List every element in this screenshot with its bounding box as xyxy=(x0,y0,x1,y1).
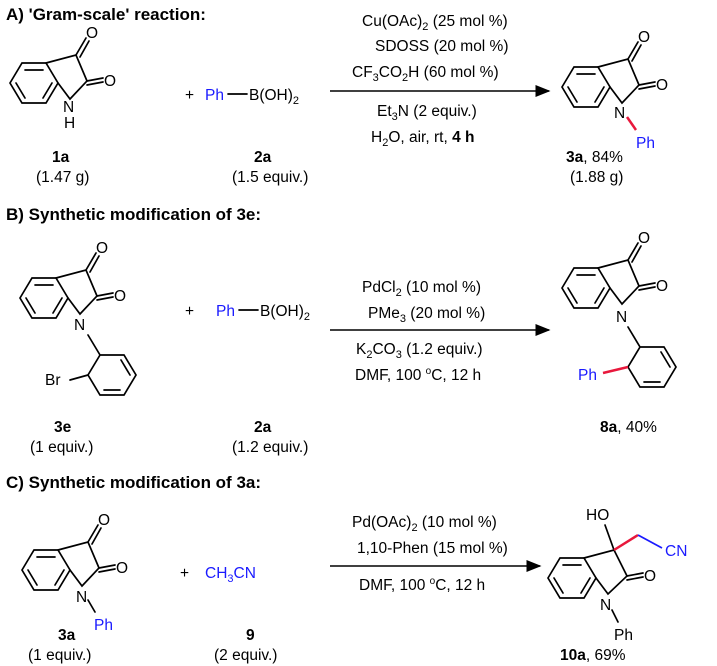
phenyl-text: Ph xyxy=(636,135,655,152)
phenyl-text: Ph xyxy=(205,87,224,104)
cond-c-1: Pd(OAc)2 (10 mol %) xyxy=(352,514,497,534)
conditions-a: Cu(OAc)2 (25 mol %) SDOSS (20 mol %) CF3… xyxy=(352,13,509,149)
atom-o-1: O xyxy=(96,240,108,257)
section-a: A) 'Gram-scale' reaction: O O N H 1a (1.… xyxy=(6,5,668,186)
atom-n: N xyxy=(76,589,87,606)
atom-o-2: O xyxy=(644,568,656,585)
label-2a: 2a xyxy=(254,149,272,166)
boronic-acid: B(OH)2 xyxy=(260,303,310,323)
atom-o-2: O xyxy=(104,73,116,90)
cond-b-2: PMe3 (20 mol %) xyxy=(368,305,485,325)
atom-n: N xyxy=(614,105,625,122)
amount-2a: (1.2 equiv.) xyxy=(232,439,308,456)
amount-2a: (1.5 equiv.) xyxy=(232,169,308,186)
isatin-3a-structure: O O N Ph xyxy=(21,512,128,634)
amount-3e: (1 equiv.) xyxy=(30,439,93,456)
amount-3a: (1 equiv.) xyxy=(28,647,91,664)
atom-br: Br xyxy=(45,372,61,389)
isatin-1a-structure: O O N H xyxy=(9,25,116,132)
plus-sign: + xyxy=(180,565,189,582)
new-bond-highlight xyxy=(602,365,629,375)
cond-c-2: 1,10-Phen (15 mol %) xyxy=(357,540,508,557)
hydroxyl: HO xyxy=(586,507,609,524)
atom-h: H xyxy=(64,115,75,132)
cond-a-1: Cu(OAc)2 (25 mol %) xyxy=(362,13,508,33)
section-c-title: C) Synthetic modification of 3a: xyxy=(6,473,261,492)
cond-a-4: Et3N (2 equiv.) xyxy=(377,103,477,123)
cond-b-1: PdCl2 (10 mol %) xyxy=(362,279,481,299)
atom-n: N xyxy=(74,317,85,334)
atom-n: N xyxy=(616,309,627,326)
cond-a-5: H2O, air, rt, 4 h xyxy=(371,129,474,149)
conditions-c: Pd(OAc)2 (10 mol %) 1,10-Phen (15 mol %)… xyxy=(352,514,508,594)
atom-o-1: O xyxy=(98,512,110,529)
atom-o-2: O xyxy=(114,288,126,305)
product-3a-label: 3a, 84% xyxy=(566,149,623,166)
label-3a: 3a xyxy=(58,627,76,644)
isatin-3e-structure: O O N Br xyxy=(19,240,137,396)
atom-o-1: O xyxy=(638,230,650,247)
label-1a: 1a xyxy=(52,149,70,166)
phenyl-text: Ph xyxy=(94,617,113,634)
conditions-b: PdCl2 (10 mol %) PMe3 (20 mol %) K2CO3 (… xyxy=(355,279,485,384)
cond-b-3: K2CO3 (1.2 equiv.) xyxy=(356,341,483,361)
cond-c-3: DMF, 100 oC, 12 h xyxy=(359,576,485,594)
product-8a-label: 8a, 40% xyxy=(600,419,657,436)
atom-n: N xyxy=(63,99,74,116)
label-2a: 2a xyxy=(254,419,272,436)
plus-sign: + xyxy=(185,303,194,320)
atom-o-2: O xyxy=(116,560,128,577)
amount-9: (2 equiv.) xyxy=(214,647,277,664)
phenyl-text: Ph xyxy=(578,367,597,384)
phenyl-text: Ph xyxy=(614,627,633,644)
cond-a-3: CF3CO2H (60 mol %) xyxy=(352,64,499,84)
plus-sign: + xyxy=(185,87,194,104)
label-9: 9 xyxy=(246,627,255,644)
product-10a-structure: O N Ph HO CN xyxy=(547,507,687,644)
section-a-title: A) 'Gram-scale' reaction: xyxy=(6,5,206,24)
atom-o-1: O xyxy=(638,29,650,46)
cond-a-2: SDOSS (20 mol %) xyxy=(375,38,509,55)
section-b: B) Synthetic modification of 3e: O O N B… xyxy=(6,205,677,456)
boronic-acid: B(OH)2 xyxy=(249,87,299,107)
section-c: C) Synthetic modification of 3a: O O N P… xyxy=(6,473,687,664)
nitrile: CN xyxy=(665,543,687,560)
atom-o-1: O xyxy=(86,25,98,42)
amount-3a: (1.88 g) xyxy=(570,169,623,186)
new-bond-highlight xyxy=(625,116,638,131)
product-3a-structure: O O N Ph xyxy=(561,29,668,152)
label-3e: 3e xyxy=(54,419,72,436)
phenyl-text: Ph xyxy=(216,303,235,320)
amount-1a: (1.47 g) xyxy=(36,169,89,186)
atom-o-2: O xyxy=(656,77,668,94)
atom-n: N xyxy=(600,597,611,614)
product-10a-label: 10a, 69% xyxy=(560,647,626,664)
acetonitrile: CH3CN xyxy=(205,565,256,585)
atom-o-2: O xyxy=(656,278,668,295)
cond-b-4: DMF, 100 oC, 12 h xyxy=(355,366,481,384)
section-b-title: B) Synthetic modification of 3e: xyxy=(6,205,261,224)
new-bond-highlight xyxy=(613,533,639,552)
product-8a-structure: O O N Ph xyxy=(561,230,677,388)
